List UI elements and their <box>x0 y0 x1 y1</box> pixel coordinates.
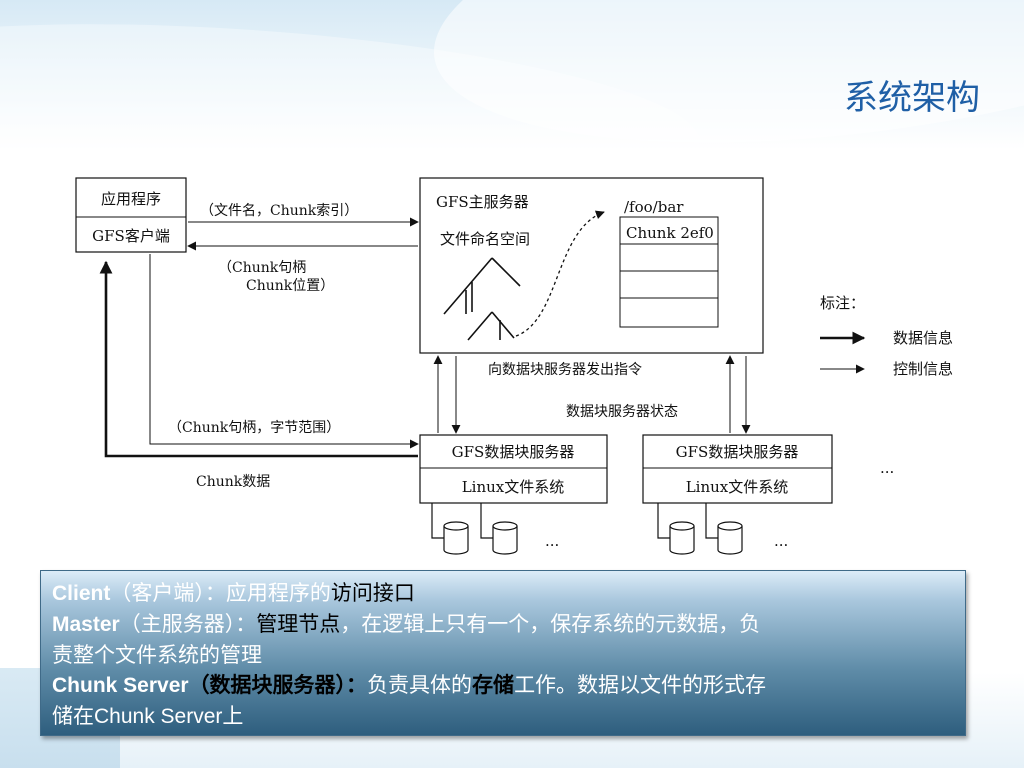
legend: 标注： 数据信息 控制信息 <box>820 294 953 378</box>
application-box: 应用程序 GFS客户端 <box>75 177 187 253</box>
chunkserver-description: Chunk Server（数据块服务器）：负责具体的存储工作。数据以文件的形式存… <box>52 673 767 728</box>
status-label: 数据块服务器状态 <box>566 404 678 420</box>
master-term: Master <box>52 613 120 636</box>
disk-icon <box>669 521 695 555</box>
more-disks-ellipsis: ... <box>545 532 559 550</box>
legend-title: 标注： <box>820 294 865 312</box>
instruction-label: 向数据块服务器发出指令 <box>488 362 642 378</box>
more-servers-ellipsis: ... <box>880 459 894 477</box>
namespace-label: 文件命名空间 <box>440 230 530 248</box>
namespace-tree <box>443 257 521 341</box>
master-title: GFS主服务器 <box>436 193 529 211</box>
description-box: Client（客户端）：应用程序的访问接口 Master（主服务器）：管理节点，… <box>40 570 966 736</box>
file-path-label: /foo/bar <box>624 198 684 216</box>
reply-label-1: （Chunk句柄 <box>218 260 306 276</box>
chunk-request-arrow <box>149 254 419 449</box>
client-description: Client（客户端）：应用程序的访问接口 <box>52 581 415 605</box>
storage-highlight: 存储 <box>472 673 515 697</box>
legend-data-label: 数据信息 <box>893 329 953 347</box>
chunk-data-label: Chunk数据 <box>196 474 270 490</box>
chunkserver-box-2: GFS数据块服务器 Linux文件系统 <box>642 434 833 504</box>
chunk-handle-label: Chunk 2ef0 <box>626 224 714 242</box>
request-label: （文件名，Chunk索引） <box>200 202 358 219</box>
chunk-request-label: （Chunk句柄，字节范围） <box>168 419 340 436</box>
client-term: Client <box>52 582 111 605</box>
chunkserver-term: Chunk Server <box>52 674 189 697</box>
linux-fs-label: Linux文件系统 <box>686 478 789 496</box>
master-description: Master（主服务器）：管理节点，在逻辑上只有一个，保存系统的元数据，负责整个… <box>52 612 761 667</box>
chunk-table: Chunk 2ef0 <box>619 216 719 328</box>
disk-icon <box>443 521 469 555</box>
disk-group-2 <box>657 503 743 555</box>
slide-title: 系统架构 <box>844 78 980 118</box>
reply-label-2: Chunk位置） <box>246 278 334 294</box>
chunkserver-box-1: GFS数据块服务器 Linux文件系统 <box>419 434 608 504</box>
gfs-client-label: GFS客户端 <box>92 227 170 245</box>
disk-icon <box>492 521 518 555</box>
legend-control-label: 控制信息 <box>893 360 953 378</box>
chunk-data-arrow <box>99 260 418 458</box>
more-disks-ellipsis: ... <box>774 532 788 550</box>
linux-fs-label: Linux文件系统 <box>462 478 565 496</box>
master-box: GFS主服务器 文件命名空间 /foo/bar Chunk 2ef0 <box>419 177 764 354</box>
disk-group-1 <box>431 503 518 555</box>
chunkserver-title: GFS数据块服务器 <box>676 443 799 461</box>
chunkserver-title: GFS数据块服务器 <box>452 443 575 461</box>
master-highlight: 管理节点 <box>256 612 341 636</box>
client-highlight: 访问接口 <box>330 581 415 605</box>
disk-icon <box>717 521 743 555</box>
app-title: 应用程序 <box>101 190 161 208</box>
namespace-to-file-dashed-arrow <box>515 210 605 337</box>
